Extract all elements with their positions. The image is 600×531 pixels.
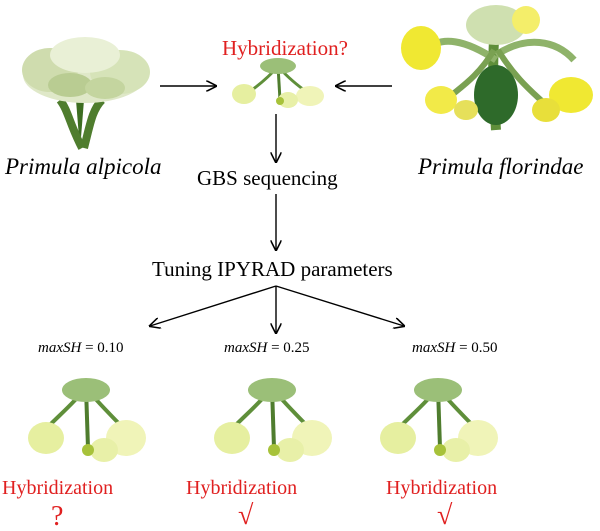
outcome-mark-check-050: √	[437, 500, 453, 531]
parameter-value: 0.50	[471, 340, 498, 356]
hybrid-flower-image-maxsh-025	[214, 378, 332, 462]
primula-florindae-image	[401, 5, 593, 131]
parameter-equals: =	[81, 340, 98, 356]
outcome-label-maxsh-010: Hybridization	[2, 477, 114, 499]
parameter-name: maxSH	[224, 340, 268, 356]
hybrid-flower-image-maxsh-010	[28, 378, 146, 462]
arrow-tuning-to-maxsh-050	[275, 285, 404, 326]
outcome-label-maxsh-050: Hybridization	[386, 477, 498, 499]
outcome-mark-check-025: √	[238, 500, 254, 531]
hybrid-flower-image	[232, 58, 324, 108]
parameter-name: maxSH	[412, 340, 456, 356]
species-label-alpicola: Primula alpicola	[5, 154, 162, 179]
hybridization-question-label: Hybridization?	[222, 36, 348, 60]
parameter-value: 0.10	[97, 340, 124, 356]
outcome-mark-question: ?	[51, 501, 64, 531]
arrow-tuning-to-maxsh-010	[150, 285, 277, 326]
outcome-label-maxsh-025: Hybridization	[186, 477, 298, 499]
parameter-label-maxsh-010: maxSH = 0.10	[38, 341, 124, 356]
parameter-label-maxsh-050: maxSH = 0.50	[412, 341, 498, 356]
parameter-name: maxSH	[38, 340, 82, 356]
primula-alpicola-image	[22, 37, 150, 150]
parameter-equals: =	[267, 340, 284, 356]
gbs-sequencing-label: GBS sequencing	[197, 166, 338, 190]
parameter-equals: =	[455, 340, 472, 356]
parameter-label-maxsh-025: maxSH = 0.25	[224, 341, 310, 356]
tuning-ipyrad-label: Tuning IPYRAD parameters	[152, 257, 393, 281]
hybrid-flower-image-maxsh-050	[380, 378, 498, 462]
parameter-value: 0.25	[283, 340, 310, 356]
species-label-florindae: Primula florindae	[418, 154, 584, 179]
